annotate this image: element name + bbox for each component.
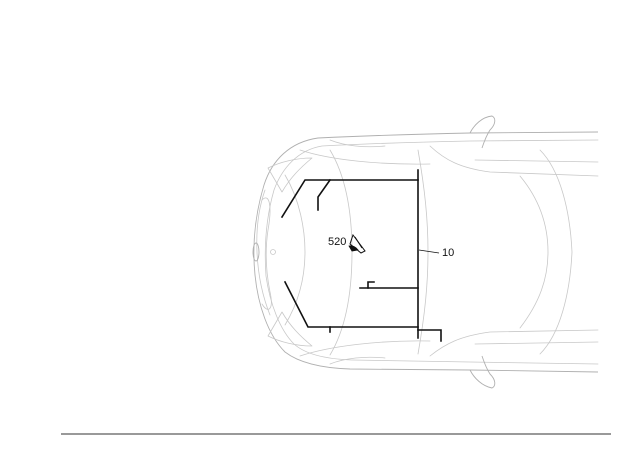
callout-label-harness: 10 <box>442 247 454 259</box>
car-outline <box>252 115 599 389</box>
callout-label-part: 520 <box>328 236 346 248</box>
part-520-symbol <box>348 233 366 254</box>
wiring-harness <box>280 169 442 342</box>
callout-harness: 10 <box>418 247 454 259</box>
leader-line-harness <box>418 249 440 254</box>
callout-part: 520 <box>328 236 346 248</box>
